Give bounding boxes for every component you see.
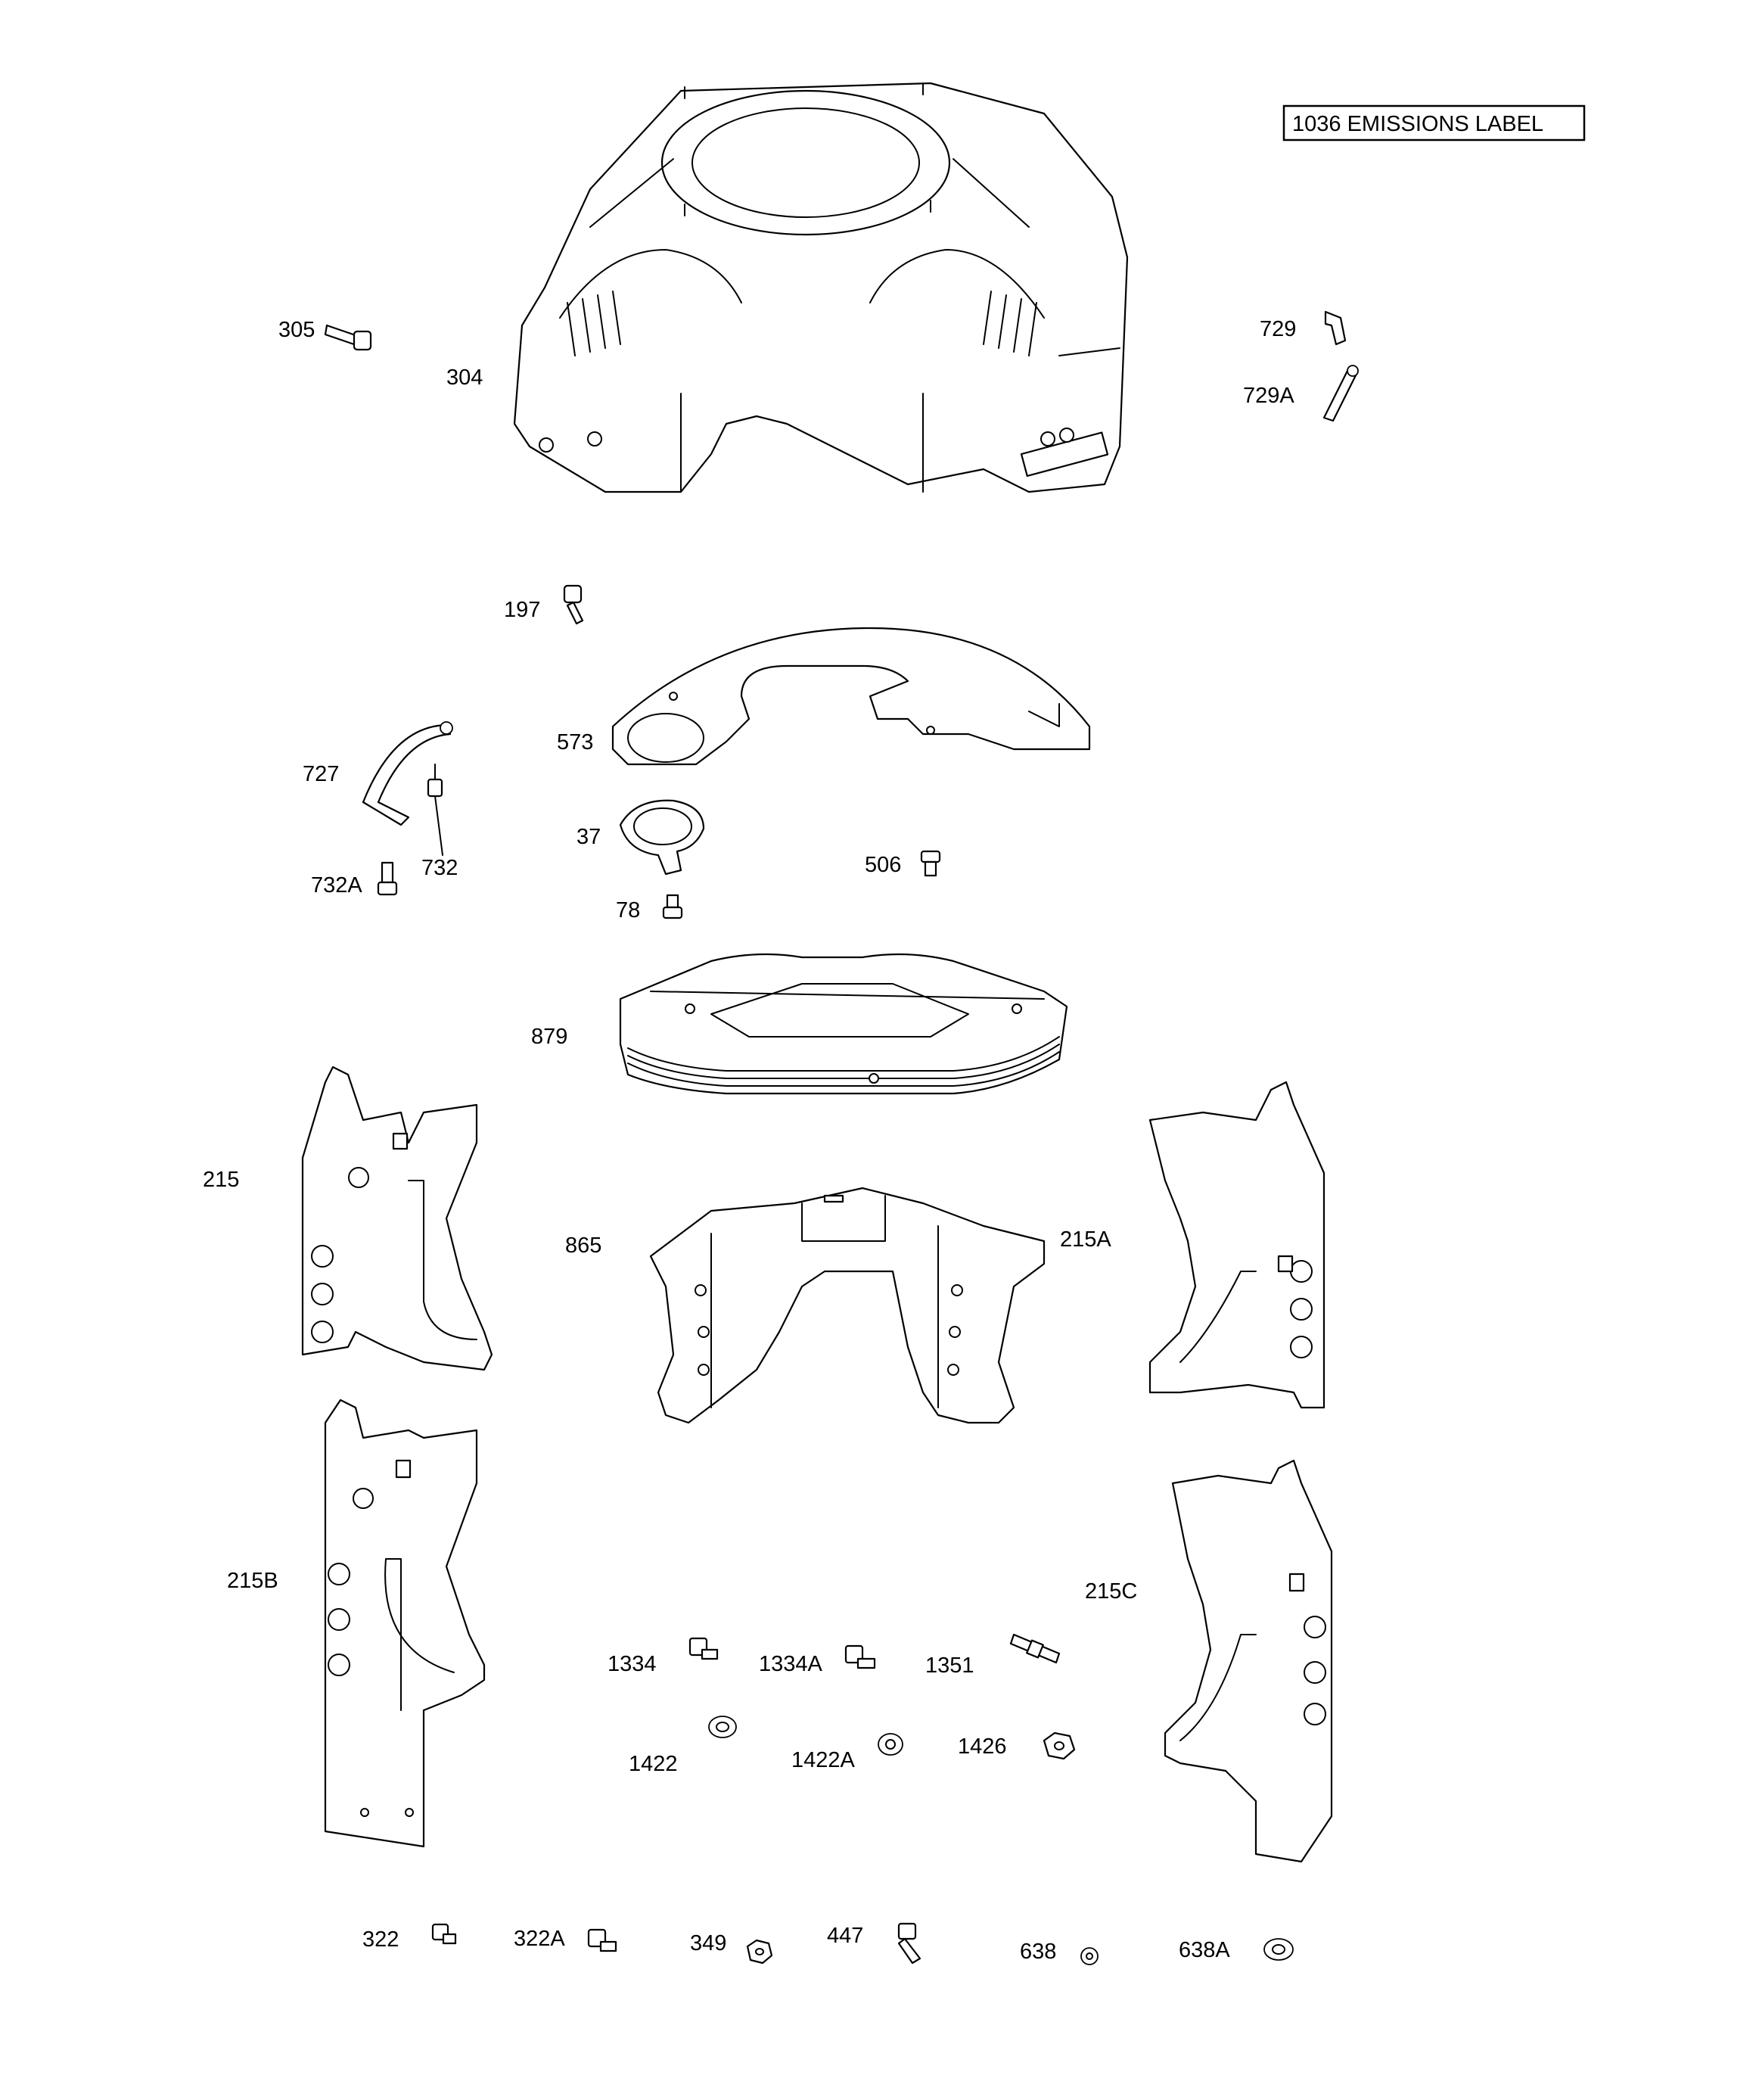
- baffle-573-drawing: [611, 627, 1091, 766]
- callout-729A: 729A: [1243, 384, 1294, 408]
- callout-506: 506: [865, 853, 901, 877]
- callout-322: 322: [362, 1927, 399, 1952]
- callout-322A: 322A: [514, 1927, 565, 1951]
- clip-729-drawing: [1324, 310, 1347, 346]
- callout-1426: 1426: [958, 1734, 1007, 1759]
- callout-215A: 215A: [1060, 1227, 1111, 1252]
- callout-729: 729: [1260, 317, 1296, 341]
- screw-78-drawing: [662, 894, 683, 919]
- cover-879-drawing: [619, 953, 1068, 1095]
- shroud-865-drawing: [649, 1187, 1046, 1424]
- callout-1422A: 1422A: [791, 1748, 856, 1772]
- callout-1334: 1334: [608, 1652, 657, 1676]
- callout-305: 305: [278, 318, 315, 342]
- strap-727-drawing: [362, 721, 453, 826]
- callout-732A: 732A: [311, 873, 362, 898]
- callout-447: 447: [827, 1924, 863, 1948]
- screw-322A-drawing: [587, 1928, 617, 1952]
- shroud-215A-drawing: [1148, 1081, 1325, 1409]
- callout-573: 573: [557, 730, 593, 754]
- callout-215C: 215C: [1085, 1579, 1137, 1604]
- washer-1422-drawing: [708, 1716, 737, 1738]
- callout-1351: 1351: [925, 1654, 974, 1678]
- washer-638-drawing: [1080, 1947, 1099, 1965]
- shroud-215C-drawing: [1164, 1459, 1333, 1863]
- terminal-732-drawing: [427, 764, 443, 856]
- blower-housing-drawing: [513, 82, 1129, 493]
- washer-1422A-drawing: [878, 1733, 903, 1756]
- pin-729A-drawing: [1322, 365, 1359, 422]
- screw-322-drawing: [431, 1923, 457, 1945]
- screw-1334-drawing: [688, 1637, 719, 1660]
- callout-1422: 1422: [629, 1752, 678, 1776]
- callout-865: 865: [565, 1234, 601, 1258]
- shroud-215B-drawing: [324, 1398, 486, 1848]
- screw-1334A-drawing: [844, 1644, 876, 1669]
- stud-1351-drawing: [1009, 1633, 1061, 1664]
- emissions-label-text: 1036 EMISSIONS LABEL: [1292, 112, 1543, 136]
- gasket-37-drawing: [619, 799, 705, 876]
- screw-305-drawing: [324, 324, 372, 351]
- callout-215B: 215B: [227, 1569, 278, 1593]
- callout-638A: 638A: [1179, 1938, 1230, 1962]
- screw-506-drawing: [920, 850, 941, 877]
- screw-447-drawing: [897, 1922, 921, 1965]
- callout-727: 727: [303, 762, 339, 786]
- emissions-label-box: 1036 EMISSIONS LABEL: [1282, 104, 1586, 142]
- screw-197-drawing: [563, 584, 584, 625]
- callout-349: 349: [690, 1931, 726, 1955]
- callout-638: 638: [1020, 1940, 1056, 1964]
- callout-732: 732: [421, 856, 458, 880]
- nut-1426-drawing: [1043, 1731, 1076, 1760]
- nut-349-drawing: [746, 1939, 773, 1965]
- callout-labels: 305 304 729 729A 197 573 727 732 732A 37…: [203, 317, 1296, 1964]
- callout-1334A: 1334A: [759, 1652, 823, 1676]
- washer-638A-drawing: [1263, 1938, 1294, 1961]
- callout-879: 879: [531, 1025, 567, 1049]
- callout-78: 78: [616, 898, 640, 922]
- callout-215: 215: [203, 1168, 239, 1192]
- callout-197: 197: [504, 598, 540, 622]
- shroud-215-drawing: [301, 1066, 493, 1371]
- callout-304: 304: [446, 366, 483, 390]
- screw-732A-drawing: [377, 861, 398, 896]
- callout-37: 37: [576, 825, 601, 849]
